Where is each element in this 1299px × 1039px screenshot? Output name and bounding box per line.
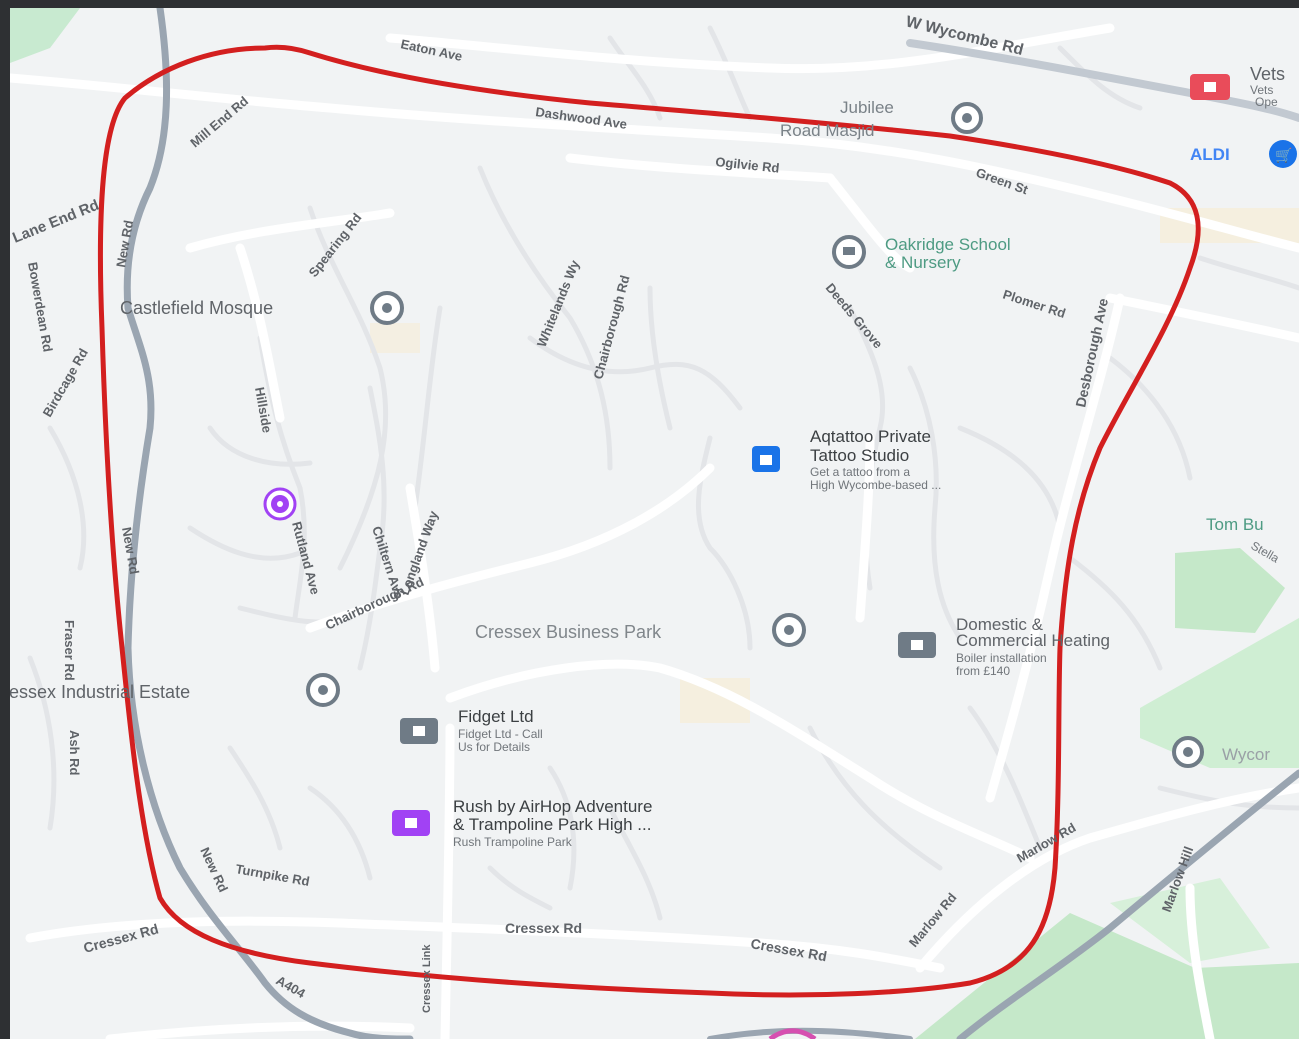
- road-label: Cressex Rd: [505, 920, 582, 936]
- boundary-outline: [97, 44, 1201, 998]
- poi-subtitle: High Wycombe-based ...: [810, 478, 941, 492]
- poi-title: Castlefield Mosque: [120, 298, 273, 318]
- poi-title: Wycor: [1222, 745, 1270, 764]
- poi-title: Commercial Heating: [956, 631, 1110, 650]
- yellow-area: [370, 323, 420, 353]
- pin-dot: [784, 625, 794, 635]
- road-label: New Rd: [197, 845, 231, 895]
- road-label: Lane End Rd: [10, 197, 101, 247]
- main-roads: [10, 23, 1299, 1039]
- poi-domestic-heating[interactable]: Domestic & Commercial Heating Boiler ins…: [898, 615, 1110, 678]
- poi-title: Cressex Industrial Estate: [10, 682, 190, 702]
- road-label: Birdcage Rd: [40, 346, 91, 420]
- poi-fidget[interactable]: Fidget Ltd Fidget Ltd - Call Us for Deta…: [400, 707, 543, 754]
- road-label: Plomer Rd: [1001, 287, 1068, 321]
- road-label: Deeds Grove: [823, 280, 886, 351]
- poi-title: Oakridge School: [885, 235, 1011, 254]
- poi-title: Fidget Ltd: [458, 707, 534, 726]
- poi-title: Rush by AirHop Adventure: [453, 797, 652, 816]
- road-label: Marlow Rd: [906, 890, 960, 950]
- pin-dot: [318, 685, 328, 695]
- poi-title: Domestic &: [956, 615, 1044, 634]
- road-label: Ogilvie Rd: [715, 154, 781, 176]
- poi-castlefield[interactable]: Castlefield Mosque: [120, 291, 404, 325]
- park-area: [10, 8, 80, 63]
- road-label: Jubilee: [840, 98, 894, 117]
- poi-jubilee[interactable]: [951, 102, 983, 134]
- briefcase-inner: [911, 640, 923, 650]
- poi-title: & Nursery: [885, 253, 961, 272]
- road-label: Chairborough Rd: [590, 274, 632, 381]
- briefcase-inner: [413, 726, 425, 736]
- poi-title: Vets: [1250, 64, 1285, 84]
- poi-title: Cressex Business Park: [475, 622, 662, 642]
- poi-subtitle: from £140: [956, 664, 1010, 678]
- road-label: Cressex Link: [421, 944, 433, 1013]
- poi-title: Tom Bu: [1206, 515, 1264, 534]
- map-canvas[interactable]: Eaton Ave W Wycombe Rd Mill End Rd Dashw…: [10, 8, 1299, 1039]
- shopping-cart-icon: [1269, 140, 1297, 168]
- road-label: Cressex Rd: [749, 935, 828, 964]
- pin-dot: [1183, 747, 1193, 757]
- poi-title: ALDI: [1190, 145, 1230, 164]
- road-label: Ash Rd: [67, 730, 82, 776]
- west-wycombe-rd-road: [906, 39, 1299, 122]
- poi-purple-marker[interactable]: [263, 487, 297, 521]
- poi-aqtattoo[interactable]: Aqtattoo Private Tattoo Studio Get a tat…: [752, 427, 941, 492]
- road-label: Turnpike Rd: [234, 861, 310, 889]
- pin-dot: [382, 303, 392, 313]
- park-area: [1140, 618, 1299, 768]
- poi-subtitle: Rush Trampoline Park: [453, 835, 573, 849]
- poi-cressex-business[interactable]: Cressex Business Park: [475, 613, 806, 647]
- road-label: Rutland Ave: [289, 520, 323, 596]
- shopping-cart-glyph: 🛒: [1275, 147, 1292, 164]
- poi-aldi[interactable]: ALDI 🛒: [1190, 140, 1297, 168]
- poi-title: & Trampoline Park High ...: [453, 815, 651, 834]
- activity-inner: [405, 818, 417, 828]
- poi-title: Tattoo Studio: [810, 446, 909, 465]
- road-label: Bowerdean Rd: [25, 261, 56, 353]
- road-label: Whitelands Wy: [534, 257, 583, 349]
- poi-vets[interactable]: Vets Vets Ope: [1190, 64, 1285, 109]
- poi-subtitle: Ope: [1255, 95, 1278, 109]
- poi-oakridge[interactable]: Oakridge School & Nursery: [832, 235, 1011, 272]
- vet-icon-inner: [1204, 82, 1216, 92]
- poi-subtitle: Us for Details: [458, 740, 530, 754]
- poi-title: Aqtattoo Private: [810, 427, 931, 446]
- map-view[interactable]: Eaton Ave W Wycombe Rd Mill End Rd Dashw…: [10, 8, 1299, 1039]
- major-roads: [123, 8, 1299, 1039]
- shopping-bag-inner: [760, 455, 772, 465]
- poi-subtitle: Get a tattoo from a: [810, 465, 910, 479]
- park-area: [1175, 548, 1285, 633]
- new-rd-road: [123, 8, 414, 1039]
- route-fragment: [768, 1028, 817, 1039]
- poi-subtitle: Fidget Ltd - Call: [458, 727, 543, 741]
- poi-subtitle: Boiler installation: [956, 651, 1047, 665]
- road-label: Fraser Rd: [62, 620, 77, 681]
- poi-wycombe[interactable]: Wycor: [1172, 736, 1270, 768]
- poi-cressex-industrial[interactable]: Cressex Industrial Estate: [10, 673, 340, 707]
- a404-road: [956, 769, 1299, 1039]
- school-icon-inner: [843, 247, 855, 255]
- pin-dot: [962, 113, 972, 123]
- minor-roads: [27, 25, 1299, 921]
- camera-lens: [277, 501, 283, 507]
- poi-subtitle: Vets: [1250, 83, 1273, 97]
- poi-rush-airhop[interactable]: Rush by AirHop Adventure & Trampoline Pa…: [392, 797, 652, 849]
- road-label: Road Masjid: [780, 121, 875, 140]
